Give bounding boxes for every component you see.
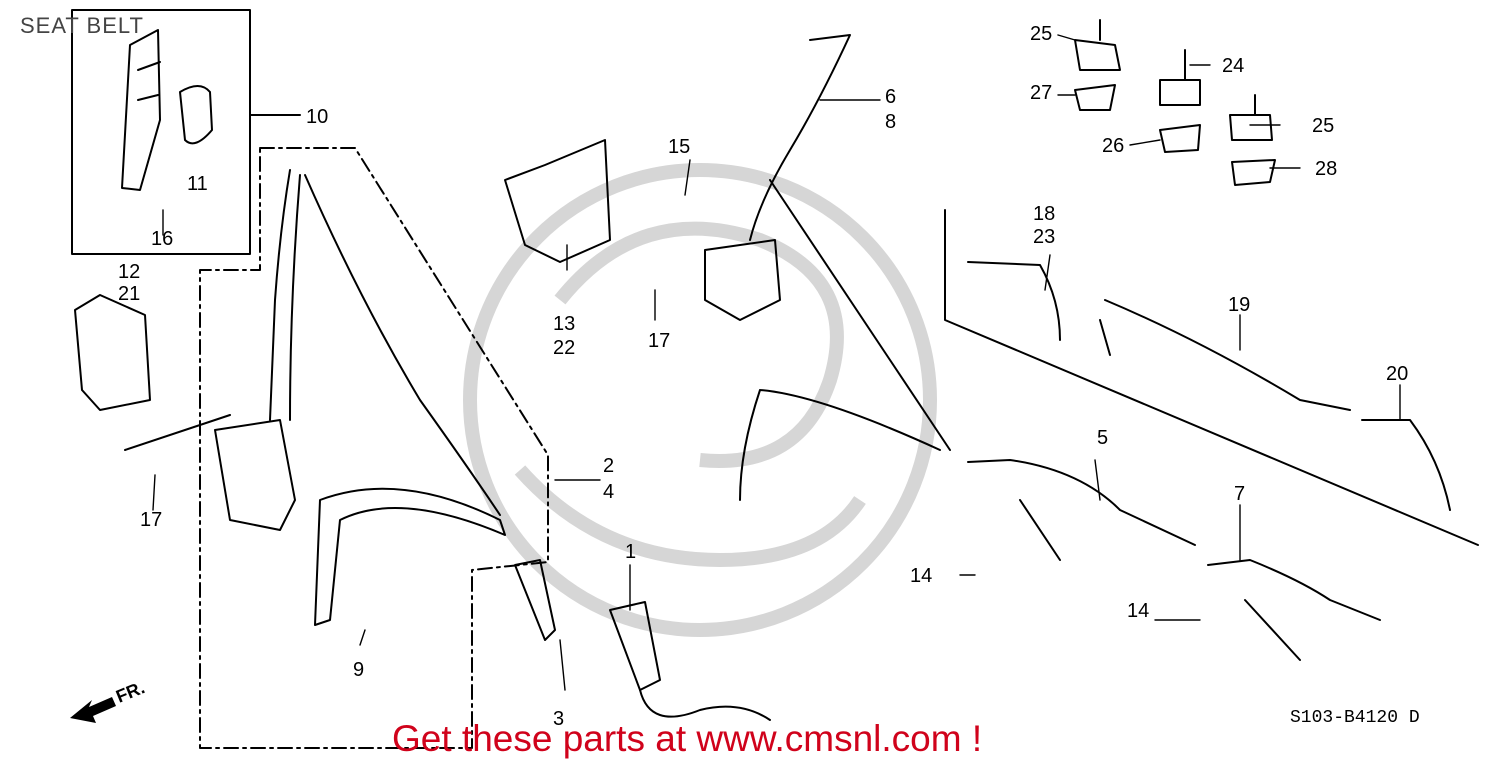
center-cover [504, 139, 611, 263]
buckle-18 [967, 261, 1061, 341]
callout-24: 24 [1222, 55, 1244, 77]
callout-5: 5 [1097, 427, 1108, 449]
callout-25b: 25 [1312, 115, 1334, 137]
assembly-frame [199, 147, 549, 749]
callout-27: 27 [1030, 82, 1052, 104]
front-belt-webbing [269, 169, 501, 516]
callout-3: 3 [553, 708, 564, 730]
promo-banner-link[interactable]: Get these parts at www.cmsnl.com ! [392, 718, 983, 759]
callout-4: 4 [603, 481, 614, 503]
callout-26: 26 [1102, 135, 1124, 157]
callout-1: 1 [625, 541, 636, 563]
callout-11: 11 [187, 173, 208, 195]
rear-belt-webbing [739, 34, 951, 501]
callout-17b: 17 [648, 330, 670, 352]
callout-21: 21 [118, 283, 140, 305]
callout-22: 22 [553, 337, 575, 359]
buckle-20 [1361, 419, 1451, 511]
front-arrow-icon [70, 697, 116, 723]
leader-lines [152, 34, 1401, 691]
diagram-code: S103-B4120 D [1290, 708, 1420, 728]
callout-14b: 14 [1127, 600, 1149, 622]
buckle-1 [609, 601, 661, 691]
callout-10: 10 [306, 106, 328, 128]
callout-19: 19 [1228, 294, 1250, 316]
callout-8: 8 [885, 111, 896, 133]
callout-23: 23 [1033, 226, 1055, 248]
front-retractor [214, 419, 296, 531]
callout-20: 20 [1386, 363, 1408, 385]
callout-14a: 14 [910, 565, 932, 587]
guide-cover [179, 85, 213, 145]
callout-18: 18 [1033, 203, 1055, 225]
callout-13: 13 [553, 313, 575, 335]
buckle-3 [514, 559, 556, 641]
belt-5 [967, 459, 1196, 561]
rear-seat-frame [944, 209, 1479, 546]
callout-15: 15 [668, 136, 690, 158]
callout-25a: 25 [1030, 23, 1052, 45]
pillar-trim [121, 29, 161, 191]
callout-6: 6 [885, 86, 896, 108]
callout-9: 9 [353, 659, 364, 681]
callout-7: 7 [1234, 483, 1245, 505]
callout-17a: 17 [140, 509, 162, 531]
upper-cover [74, 294, 151, 411]
callout-12: 12 [118, 261, 140, 283]
watermark-logo [463, 163, 937, 637]
callout-16: 16 [151, 228, 173, 250]
rear-retractor [704, 239, 781, 321]
lower-anchor [314, 487, 506, 626]
diagram-title: SEAT BELT [20, 13, 144, 38]
bolt-cluster [1074, 19, 1276, 186]
belt-7 [1207, 559, 1381, 661]
belt-19 [1099, 299, 1351, 411]
callout-28: 28 [1315, 158, 1337, 180]
callout-2: 2 [603, 455, 614, 477]
inset-box [71, 9, 251, 255]
